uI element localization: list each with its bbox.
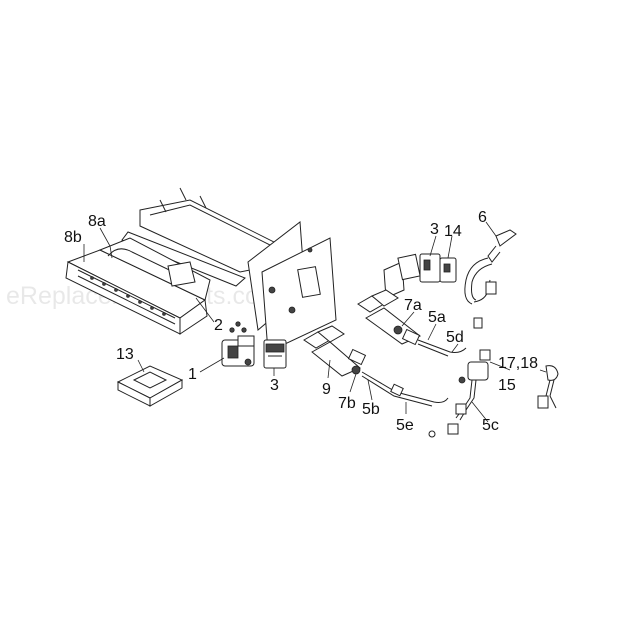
- label-1: 1: [188, 366, 197, 383]
- label-13: 13: [116, 346, 134, 363]
- label-8b: 8b: [64, 229, 82, 246]
- part-labels: 8a 8b 2 13 1 3 3 14 6 7a 5a 5d 9 7b 5b 5…: [64, 209, 538, 434]
- receiver-lower: [263, 339, 287, 369]
- label-7a: 7a: [404, 297, 422, 314]
- leader-lines: [83, 221, 547, 423]
- label-3-upper: 3: [430, 221, 439, 238]
- pilot-line-lower: [303, 325, 449, 438]
- label-15: 15: [498, 377, 516, 394]
- pilot-line-upper: [357, 289, 467, 357]
- label-8a: 8a: [88, 213, 106, 230]
- burner-holes: [90, 276, 166, 316]
- label-2: 2: [214, 317, 223, 334]
- shutoff-valve: [447, 349, 491, 435]
- control-module: [383, 253, 457, 299]
- label-5a: 5a: [428, 309, 446, 326]
- label-5d: 5d: [446, 329, 464, 346]
- label-17-18: 17,18: [498, 355, 538, 372]
- flex-gas-line: [464, 229, 517, 329]
- burner-pan: [65, 237, 211, 335]
- valve-key: [537, 365, 559, 409]
- label-5c: 5c: [482, 417, 499, 434]
- label-5e: 5e: [396, 417, 414, 434]
- label-5b: 5b: [362, 401, 380, 418]
- label-9: 9: [322, 381, 331, 398]
- back-panel: [247, 221, 337, 353]
- label-3-lower: 3: [270, 377, 279, 394]
- remote-control: [116, 365, 184, 407]
- label-7b: 7b: [338, 395, 356, 412]
- label-14: 14: [444, 223, 462, 240]
- label-6: 6: [478, 209, 487, 226]
- gas-valve: [221, 321, 255, 367]
